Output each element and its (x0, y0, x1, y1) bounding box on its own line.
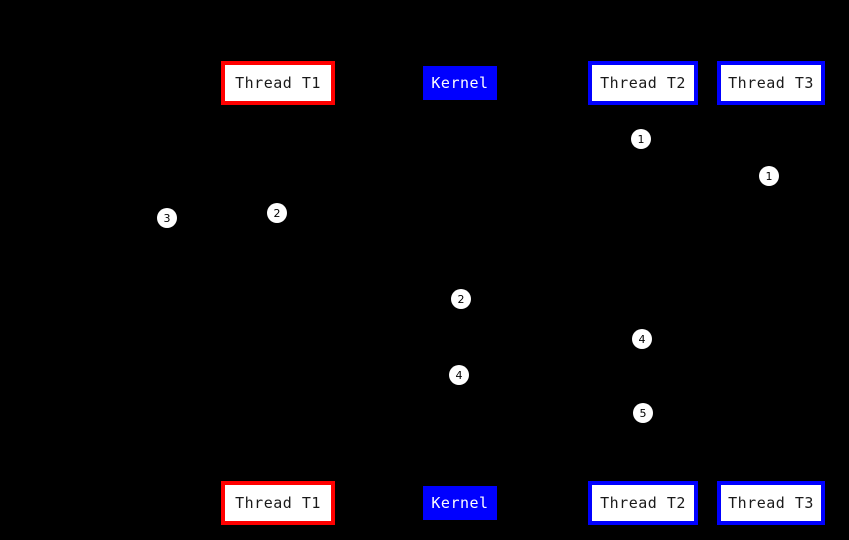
step-marker-label: 4 (638, 332, 646, 346)
step-marker[interactable]: 5 (633, 403, 653, 423)
participant-label-t1-bottom: Thread T1 (235, 493, 321, 512)
step-marker-label: 4 (455, 368, 463, 382)
step-marker[interactable]: 2 (451, 289, 471, 309)
participant-box-t2-top[interactable]: Thread T2 (588, 61, 698, 105)
participant-box-t1-bottom[interactable]: Thread T1 (221, 481, 335, 525)
step-marker[interactable]: 1 (631, 129, 651, 149)
participant-label-t1-top: Thread T1 (235, 73, 321, 92)
lifeline-t2 (642, 105, 644, 481)
step-marker[interactable]: 1 (759, 166, 779, 186)
participant-label-t2-top: Thread T2 (600, 73, 686, 92)
lifeline-t3 (770, 105, 772, 481)
participant-box-t3-top[interactable]: Thread T3 (717, 61, 825, 105)
participant-label-kernel-bottom: Kernel (431, 493, 489, 512)
step-marker-label: 5 (639, 406, 647, 420)
participant-label-t2-bottom: Thread T2 (600, 493, 686, 512)
participant-box-kernel-top[interactable]: Kernel (423, 66, 497, 100)
participant-label-t3-bottom: Thread T3 (728, 493, 814, 512)
step-marker[interactable]: 3 (157, 208, 177, 228)
step-marker-label: 2 (273, 206, 281, 220)
participant-box-t2-bottom[interactable]: Thread T2 (588, 481, 698, 525)
step-marker-label: 1 (765, 169, 773, 183)
step-marker-label: 3 (163, 211, 171, 225)
participant-label-kernel-top: Kernel (431, 73, 489, 92)
participant-label-t3-top: Thread T3 (728, 73, 814, 92)
step-marker[interactable]: 4 (449, 365, 469, 385)
participant-box-t1-top[interactable]: Thread T1 (221, 61, 335, 105)
step-marker[interactable]: 4 (632, 329, 652, 349)
step-marker-label: 2 (457, 292, 465, 306)
participant-box-kernel-bottom[interactable]: Kernel (423, 486, 497, 520)
participant-box-t3-bottom[interactable]: Thread T3 (717, 481, 825, 525)
step-marker-label: 1 (637, 132, 645, 146)
lifeline-t1 (277, 105, 279, 481)
step-marker[interactable]: 2 (267, 203, 287, 223)
message-line (167, 218, 278, 219)
